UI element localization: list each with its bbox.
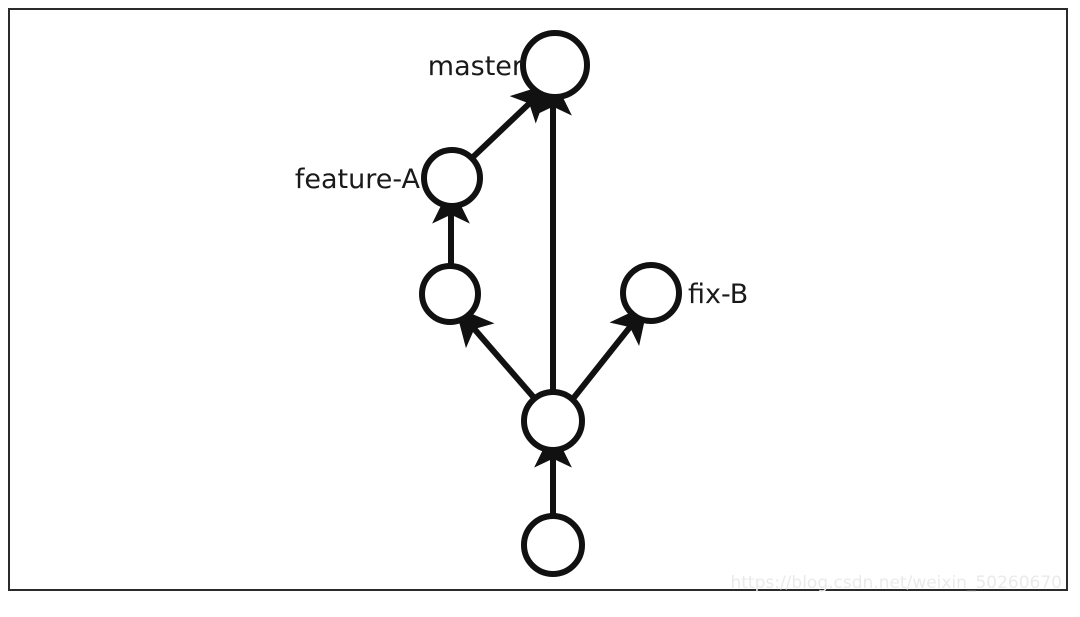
node-label-feature-A: feature-A	[295, 164, 421, 195]
edge-fork-to-fix-b	[569, 304, 649, 402]
nodes-group	[419, 30, 682, 577]
edge-fork-to-commit	[455, 306, 539, 402]
labels-group: master feature-A fix-B	[295, 51, 748, 310]
commit-node-feature-A[interactable]	[421, 147, 483, 209]
commit-node-commit-a1[interactable]	[419, 263, 481, 325]
commit-node-base[interactable]	[521, 513, 585, 577]
node-label-master: master	[428, 51, 524, 82]
watermark-text: https://blog.csdn.net/weixin_50260670	[730, 573, 1062, 593]
commit-node-fix-B[interactable]	[620, 262, 682, 324]
edge-feature-a-to-master	[469, 83, 551, 161]
node-label-fix-B: fix-B	[688, 279, 748, 310]
edges-group	[432, 77, 649, 516]
commit-node-master[interactable]	[520, 30, 590, 100]
commit-node-fork[interactable]	[521, 389, 585, 453]
